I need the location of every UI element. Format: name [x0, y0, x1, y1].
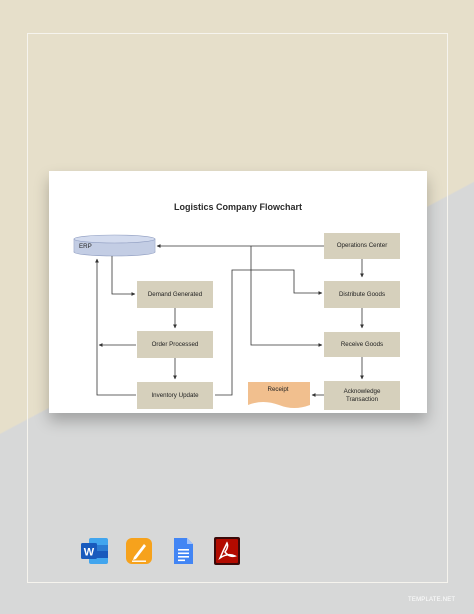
brand-watermark: TEMPLATE.NET [408, 597, 456, 603]
svg-text:W: W [84, 547, 95, 559]
node-order-processed: Order Processed [137, 331, 213, 358]
pages-icon[interactable] [125, 536, 153, 566]
node-demand-generated: Demand Generated [137, 281, 213, 308]
node-acknowledge-transaction: Acknowledge Transaction [324, 381, 400, 410]
node-receipt: Receipt [267, 386, 289, 393]
node-receive-goods: Receive Goods [324, 332, 400, 357]
edge-inventory-erp [95, 258, 136, 396]
docs-icon[interactable] [169, 536, 197, 566]
edge-inventory-distribute [215, 269, 323, 396]
edge-erp-demand [111, 256, 136, 296]
edge-trunk-receive [250, 246, 323, 347]
node-distribute-goods: Distribute Goods [324, 281, 400, 308]
pdf-icon[interactable] [213, 536, 241, 566]
node-operations-center: Operations Center [324, 233, 400, 259]
node-inventory-update: Inventory Update [137, 382, 213, 409]
node-erp-label: ERP [79, 243, 92, 250]
app-icon-row: W [81, 536, 241, 566]
word-icon[interactable]: W [81, 536, 109, 566]
flowchart-connectors [73, 234, 364, 408]
flowchart-card: Logistics Company Flowchart [49, 171, 427, 413]
erp-database-shape [73, 234, 156, 257]
outer-frame [27, 33, 448, 583]
receipt-document-shape [248, 382, 310, 408]
flowchart-title: Logistics Company Flowchart [173, 202, 303, 212]
